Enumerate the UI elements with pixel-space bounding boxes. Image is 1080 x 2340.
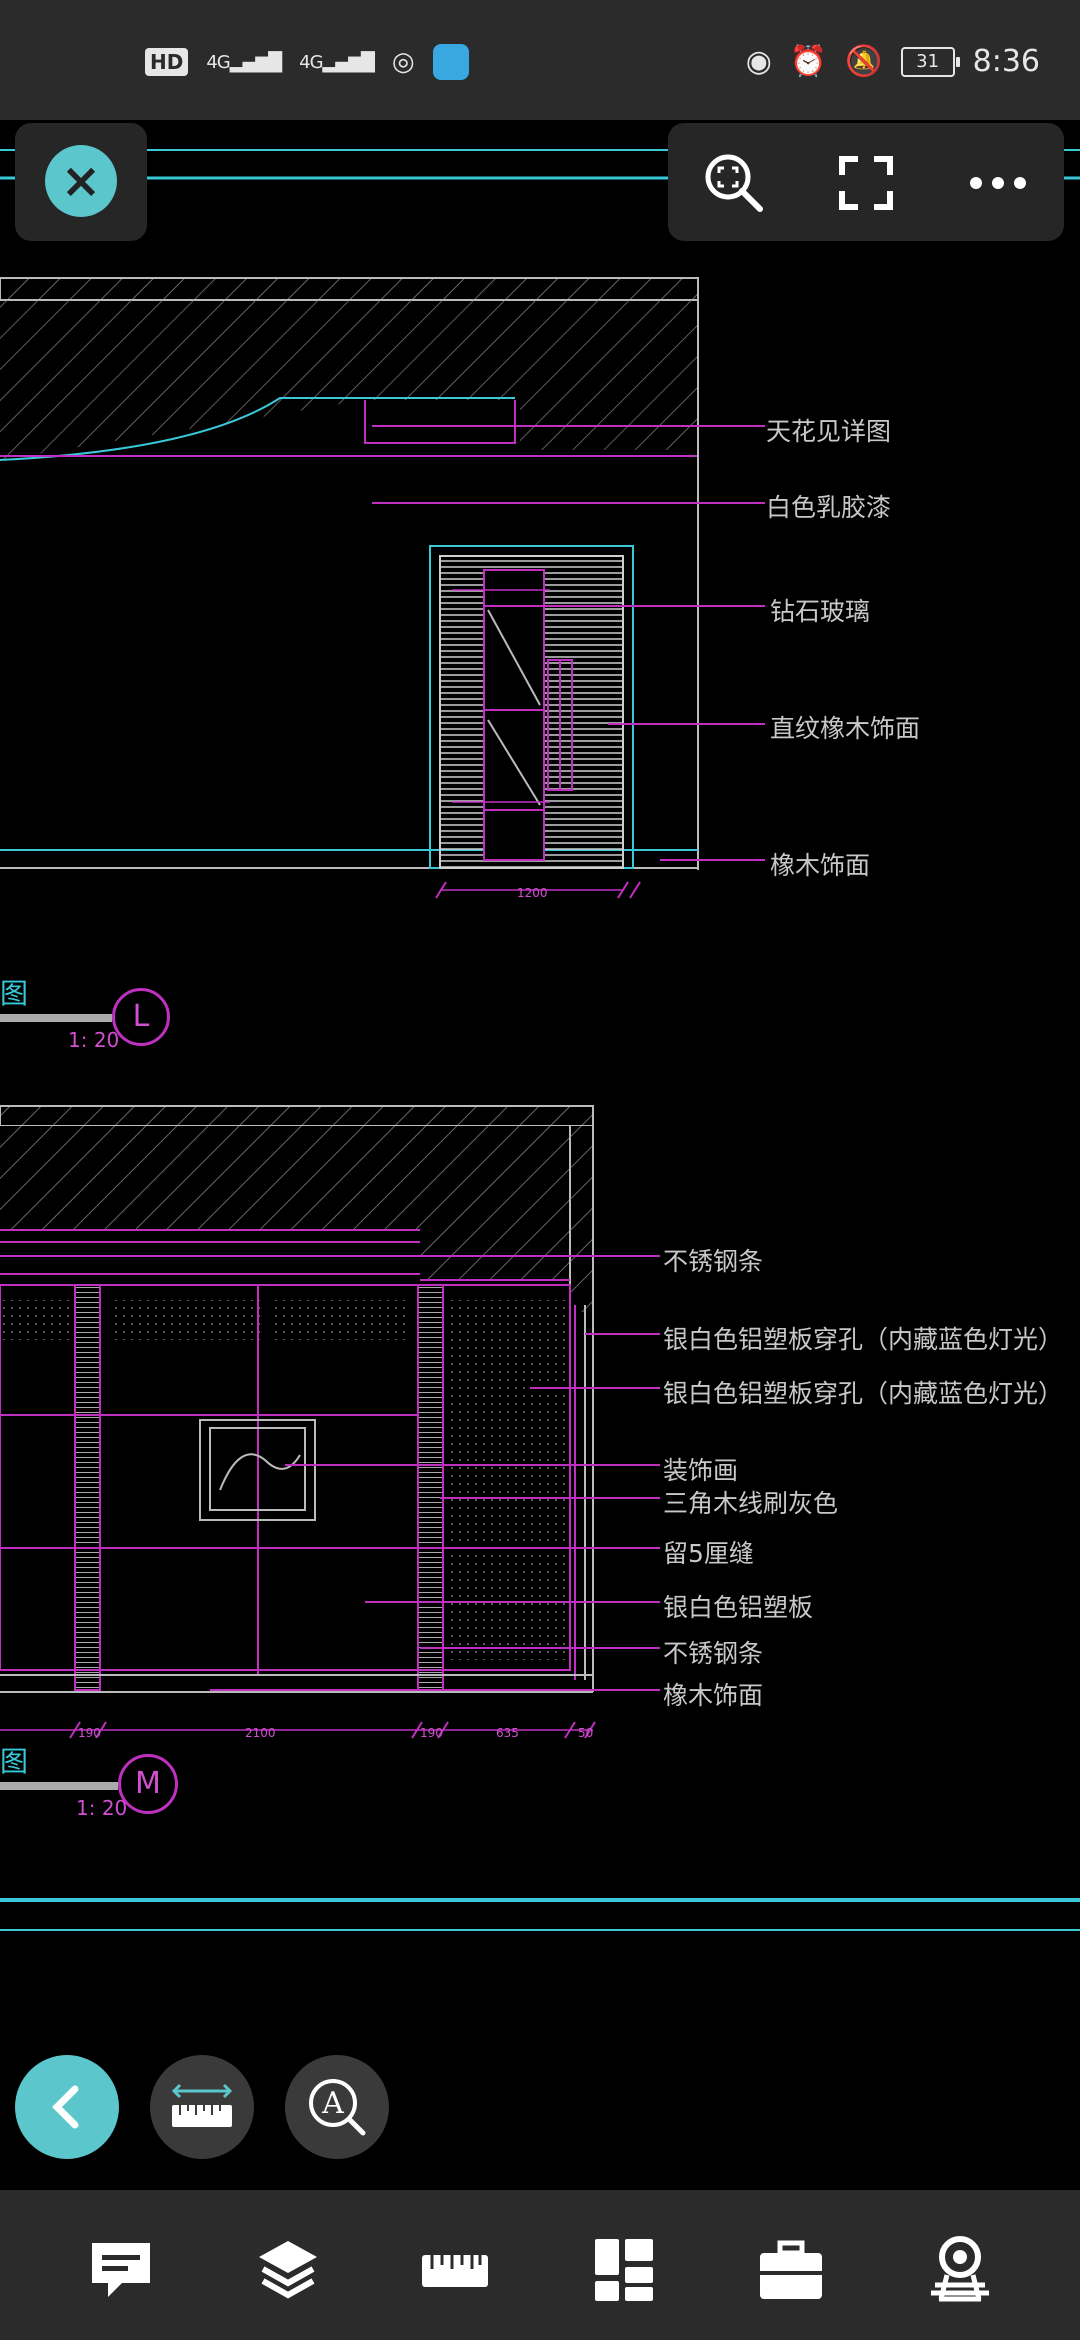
zoom-fit-button[interactable] — [698, 147, 770, 219]
zoom-fit-icon — [705, 154, 763, 212]
label-aluminum-perforated-1: 银白色铝塑板穿孔（内藏蓝色灯光） — [663, 1325, 1064, 1354]
view-l-scale: 1: 20 — [68, 1028, 120, 1052]
measure-ruler-icon — [171, 2083, 233, 2127]
label-aluminum-perforated-2: 银白色铝塑板穿孔（内藏蓝色灯光） — [663, 1379, 1064, 1408]
ruler-icon — [422, 2255, 488, 2287]
dimension-635: 635 — [496, 1726, 519, 1740]
toolbox-icon — [760, 2240, 822, 2299]
status-bar: HD 4G▂▄▆█ 4G▂▄▆█ ◎ ◉ ⏰ 🔕 31 8:36 — [0, 0, 1080, 120]
eye-icon: ◉ — [745, 44, 772, 79]
top-toolbar — [668, 123, 1064, 241]
text-search-icon: A — [309, 2079, 366, 2136]
status-right: ◉ ⏰ 🔕 31 8:36 — [746, 44, 1040, 79]
text-search-button[interactable]: A — [285, 2055, 389, 2159]
label-stainless-strip-top: 不锈钢条 — [663, 1247, 764, 1276]
nav-grid[interactable] — [589, 2235, 659, 2305]
cad-canvas[interactable]: 天花见详图 白色乳胶漆 钻石玻璃 直纹橡木饰面 橡木饰面 1200 图 1: 2… — [0, 120, 1080, 2190]
dimension-190-left: 190 — [78, 1726, 101, 1740]
back-button[interactable] — [15, 2055, 119, 2159]
measure-button[interactable] — [150, 2055, 254, 2159]
layers-icon — [259, 2241, 317, 2299]
signal-1: 4G▂▄▆█ — [206, 51, 282, 73]
more-icon — [970, 177, 1026, 189]
chevron-left-icon — [52, 2085, 79, 2129]
nav-measure[interactable] — [420, 2235, 490, 2305]
label-5mm-gap: 留5厘缝 — [663, 1539, 754, 1568]
bottom-nav — [0, 2190, 1080, 2340]
dimension-50: 50 — [578, 1726, 594, 1740]
nav-toolbox[interactable] — [756, 2235, 826, 2305]
alarm-icon: ⏰ — [789, 44, 828, 79]
cad-drawing — [0, 149, 1080, 1931]
signal-2: 4G▂▄▆█ — [299, 51, 375, 73]
dimension-1200: 1200 — [517, 886, 548, 900]
view-l-title: 图 — [0, 977, 29, 1010]
view-m-title: 图 — [0, 1745, 29, 1778]
hd-badge: HD — [145, 48, 189, 76]
label-aluminum-panel: 银白色铝塑板 — [663, 1593, 814, 1622]
clock: 8:36 — [972, 44, 1040, 79]
comment-icon — [92, 2243, 150, 2297]
app-notification-icon — [432, 44, 469, 80]
cloud-icon — [931, 2236, 989, 2302]
mute-icon: 🔕 — [845, 44, 883, 79]
label-oak-veneer: 橡木饰面 — [770, 851, 871, 880]
svg-text:A: A — [321, 2086, 344, 2121]
label-oak-veneer-straight: 直纹橡木饰面 — [770, 714, 921, 743]
label-diamond-glass: 钻石玻璃 — [770, 597, 871, 626]
grid-icon — [595, 2239, 653, 2301]
label-ceiling-detail: 天花见详图 — [766, 417, 892, 446]
dimension-2100: 2100 — [245, 1726, 276, 1740]
view-l-marker: L — [112, 988, 170, 1046]
nav-comment[interactable] — [86, 2235, 156, 2305]
battery-indicator: 31 — [900, 46, 960, 77]
nav-cloud[interactable] — [925, 2235, 995, 2305]
more-button[interactable] — [962, 147, 1034, 219]
label-oak-veneer-m: 橡木饰面 — [663, 1681, 764, 1710]
dimension-190-right: 190 — [420, 1726, 443, 1740]
nav-layers[interactable] — [253, 2235, 323, 2305]
view-m-marker: M — [118, 1754, 178, 1814]
close-button[interactable]: × — [45, 145, 117, 217]
close-panel: × — [15, 123, 147, 241]
label-decorative-painting: 装饰画 — [663, 1456, 739, 1485]
label-triangle-wood-line: 三角木线刷灰色 — [663, 1489, 839, 1518]
hotspot-icon: ◎ — [391, 47, 415, 77]
fullscreen-button[interactable] — [830, 147, 902, 219]
label-stainless-strip-bottom: 不锈钢条 — [663, 1639, 764, 1668]
fullscreen-icon — [839, 156, 893, 210]
status-left: HD 4G▂▄▆█ 4G▂▄▆█ ◎ — [145, 44, 469, 80]
close-icon: × — [60, 153, 102, 209]
label-white-latex-paint: 白色乳胶漆 — [766, 493, 892, 522]
view-m-scale: 1: 20 — [76, 1796, 128, 1820]
